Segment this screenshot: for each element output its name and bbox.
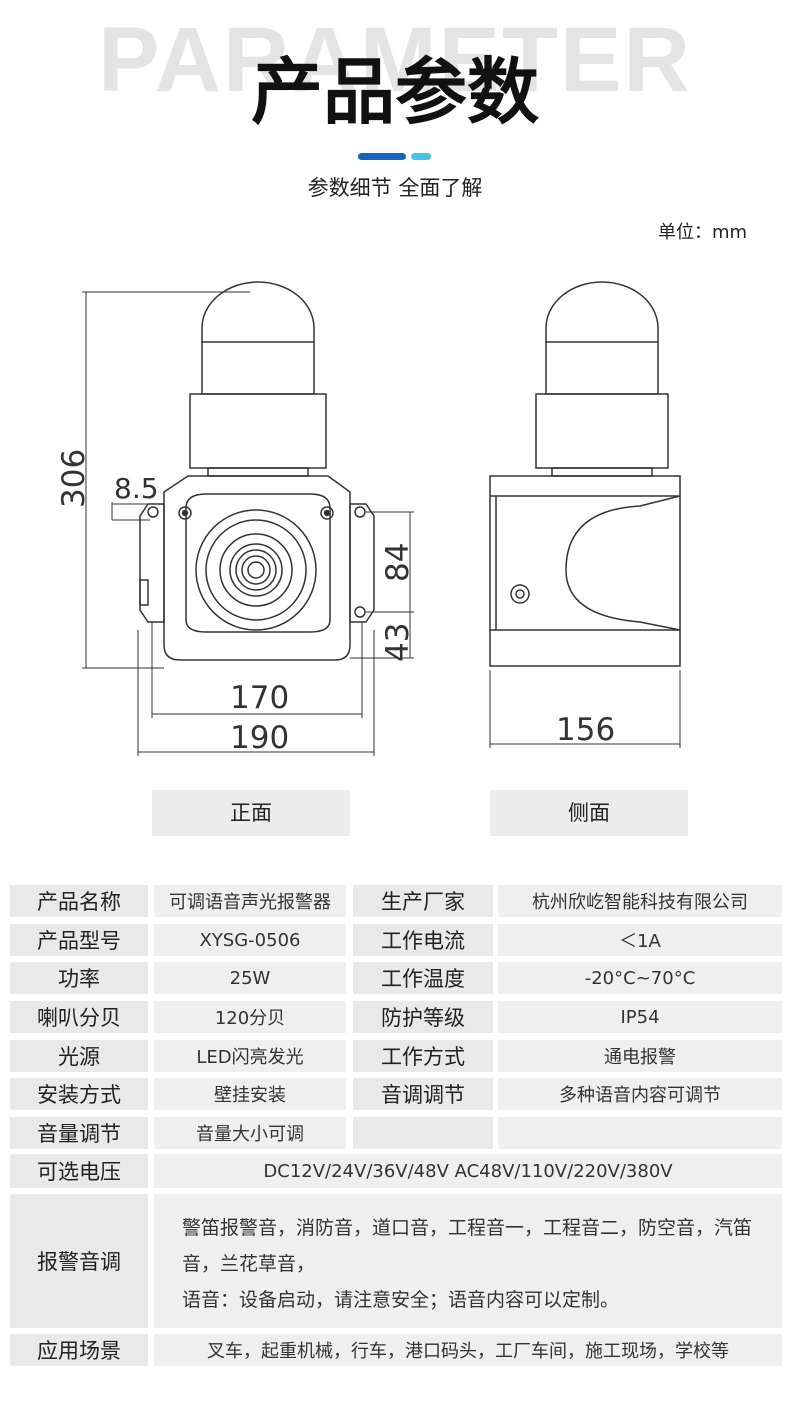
front-speaker-housing (185, 493, 331, 633)
spec-label-right: 音调调节 (353, 1078, 493, 1110)
side-lamp-base (535, 393, 669, 469)
spec-value-left: 壁挂安装 (154, 1078, 346, 1110)
spec-label-right: 工作温度 (353, 962, 493, 994)
scenes-label: 应用场景 (10, 1334, 148, 1366)
front-dome (201, 281, 315, 342)
tones-line-2: 语音：设备启动，请注意安全；语音内容可以定制。 (182, 1289, 620, 1311)
front-speaker-ring-5 (235, 549, 277, 591)
side-body (489, 475, 681, 667)
spec-value-left: 可调语音声光报警器 (154, 885, 346, 917)
spec-label-right: 防护等级 (353, 1001, 493, 1033)
spec-value-left: 120分贝 (154, 1001, 346, 1033)
scenes-value: 叉车，起重机械，行车，港口码头，工厂车间，施工现场，学校等 (154, 1334, 782, 1366)
front-collar (207, 467, 309, 477)
front-speaker-center (247, 561, 265, 579)
front-right-bracket (349, 503, 375, 623)
spec-value-left: XYSG-0506 (154, 924, 346, 956)
side-view-label: 侧面 (490, 790, 688, 836)
front-mount-hole-top-right (354, 506, 366, 518)
dim-190-label: 190 (230, 720, 289, 756)
side-horn (565, 495, 681, 631)
front-mount-hole-top-left (147, 506, 159, 518)
unit-label: 单位：mm (658, 222, 748, 243)
spec-value-right: 通电报警 (498, 1040, 782, 1072)
accent-bar-blue (358, 153, 406, 160)
spec-value-left: LED闪亮发光 (154, 1040, 346, 1072)
spec-value-right: -20°C~70°C (498, 962, 782, 994)
front-speaker-ring-1 (195, 509, 317, 631)
spec-label-right (353, 1117, 493, 1149)
front-speaker-ring-6 (241, 555, 271, 585)
side-view (489, 281, 681, 667)
page-title: 产品参数 (250, 50, 539, 134)
spec-value-right (498, 1117, 782, 1149)
front-screw-right (320, 506, 334, 520)
page-subtitle: 参数细节 全面了解 (307, 176, 483, 200)
front-view (139, 281, 375, 661)
side-lamp-ring (545, 341, 659, 395)
front-speaker-ring-2 (205, 519, 307, 621)
spec-label-left: 产品名称 (10, 885, 148, 917)
dim-43-label: 43 (380, 623, 416, 662)
front-screw-left (178, 506, 192, 520)
spec-label-left: 光源 (10, 1040, 148, 1072)
spec-value-right: IP54 (498, 1001, 782, 1033)
spec-value-right: 多种语音内容可调节 (498, 1078, 782, 1110)
side-collar (551, 467, 653, 477)
accent-bar-cyan (411, 153, 431, 160)
spec-label-right: 生产厂家 (353, 885, 493, 917)
spec-label-right: 工作电流 (353, 924, 493, 956)
dim-170-label: 170 (230, 680, 289, 716)
front-speaker-ring-3 (219, 533, 293, 607)
dim-hole-label: 8.5 (114, 472, 159, 505)
front-view-label: 正面 (152, 790, 350, 836)
front-lamp-base (189, 393, 327, 469)
spec-label-right: 工作方式 (353, 1040, 493, 1072)
spec-value-left: 25W (154, 962, 346, 994)
voltage-label: 可选电压 (10, 1154, 148, 1188)
dim-156-label: 156 (556, 712, 615, 748)
dim-84-label: 84 (380, 543, 416, 582)
spec-value-right: 杭州欣屹智能科技有限公司 (498, 885, 782, 917)
dimension-drawing: 306 8.5 84 43 170 190 156 (56, 281, 681, 756)
side-dome (545, 281, 659, 342)
dimension-lines (82, 291, 681, 756)
dim-height-label: 306 (56, 449, 92, 508)
spec-label-left: 功率 (10, 962, 148, 994)
voltage-value: DC12V/24V/36V/48V AC48V/110V/220V/380V (154, 1154, 782, 1188)
front-lamp-ring (201, 341, 315, 395)
spec-value-left: 音量大小可调 (154, 1117, 346, 1149)
front-body (163, 475, 351, 661)
spec-label-left: 音量调节 (10, 1117, 148, 1149)
tones-value: 警笛报警音，消防音，道口音，工程音一，工程音二，防空音，汽笛音，兰花草音， 语音… (154, 1194, 782, 1328)
spec-label-left: 喇叭分贝 (10, 1001, 148, 1033)
front-cable-gland (139, 579, 149, 606)
front-mount-hole-bottom-right (354, 606, 366, 618)
spec-value-right: ＜1A (498, 924, 782, 956)
tones-label: 报警音调 (10, 1194, 148, 1328)
tones-line-1: 警笛报警音，消防音，道口音，工程音一，工程音二，防空音，汽笛音，兰花草音， (182, 1217, 753, 1275)
front-speaker-ring-4 (229, 543, 283, 597)
spec-label-left: 产品型号 (10, 924, 148, 956)
front-left-bracket (139, 503, 165, 623)
side-screw (510, 584, 530, 604)
background-watermark-word: PARAMETER (98, 9, 692, 111)
spec-label-left: 安装方式 (10, 1078, 148, 1110)
